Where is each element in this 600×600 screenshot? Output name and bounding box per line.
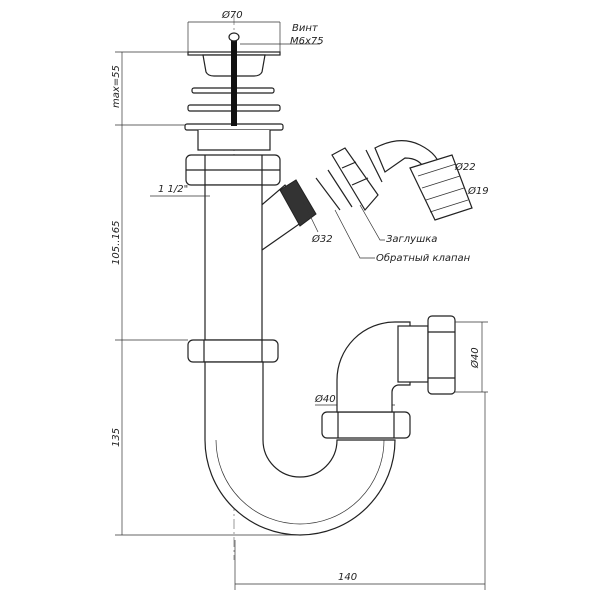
screw [231, 38, 237, 126]
dim-diam-70: Ø70 [187, 9, 281, 52]
dim-vertical-left: max=55 105..165 135 [111, 51, 300, 536]
dim-diam-40-v: Ø40 [455, 321, 488, 393]
label-check-valve: Обратный клапан [376, 252, 471, 264]
label-diam-32: Ø32 [311, 233, 333, 245]
check-valve [315, 169, 353, 211]
dim-140: 140 [234, 392, 486, 590]
label-screw: Винт [292, 23, 319, 34]
middle-nut [187, 339, 279, 363]
plug-nut [331, 147, 379, 212]
label-140: 140 [338, 572, 357, 583]
label-screw-size: M6x75 [290, 36, 324, 47]
label-diam-70: Ø70 [221, 9, 243, 21]
label-max-55: max=55 [111, 65, 122, 108]
outlet-nut [427, 315, 456, 395]
label-135: 135 [111, 428, 122, 447]
side-branch [249, 179, 317, 251]
outlet-bend [336, 321, 411, 413]
label-plug: Заглушка [386, 234, 437, 245]
label-diam-22: Ø22 [454, 161, 476, 173]
strainer [184, 32, 284, 151]
label-diam-40-h: Ø40 [314, 393, 336, 405]
label-105-165: 105..165 [111, 220, 122, 265]
label-diam-19: Ø19 [467, 185, 489, 197]
hose-adapter [365, 140, 473, 221]
u-bend [204, 361, 396, 536]
lower-right-nut [321, 411, 411, 439]
label-diam-40-v: Ø40 [469, 347, 481, 369]
screw-head [228, 32, 240, 42]
label-thread: 1 1/2" [158, 184, 188, 195]
vertical-pipe [204, 184, 263, 341]
outlet-pipe [397, 325, 429, 383]
top-nut [185, 154, 281, 186]
